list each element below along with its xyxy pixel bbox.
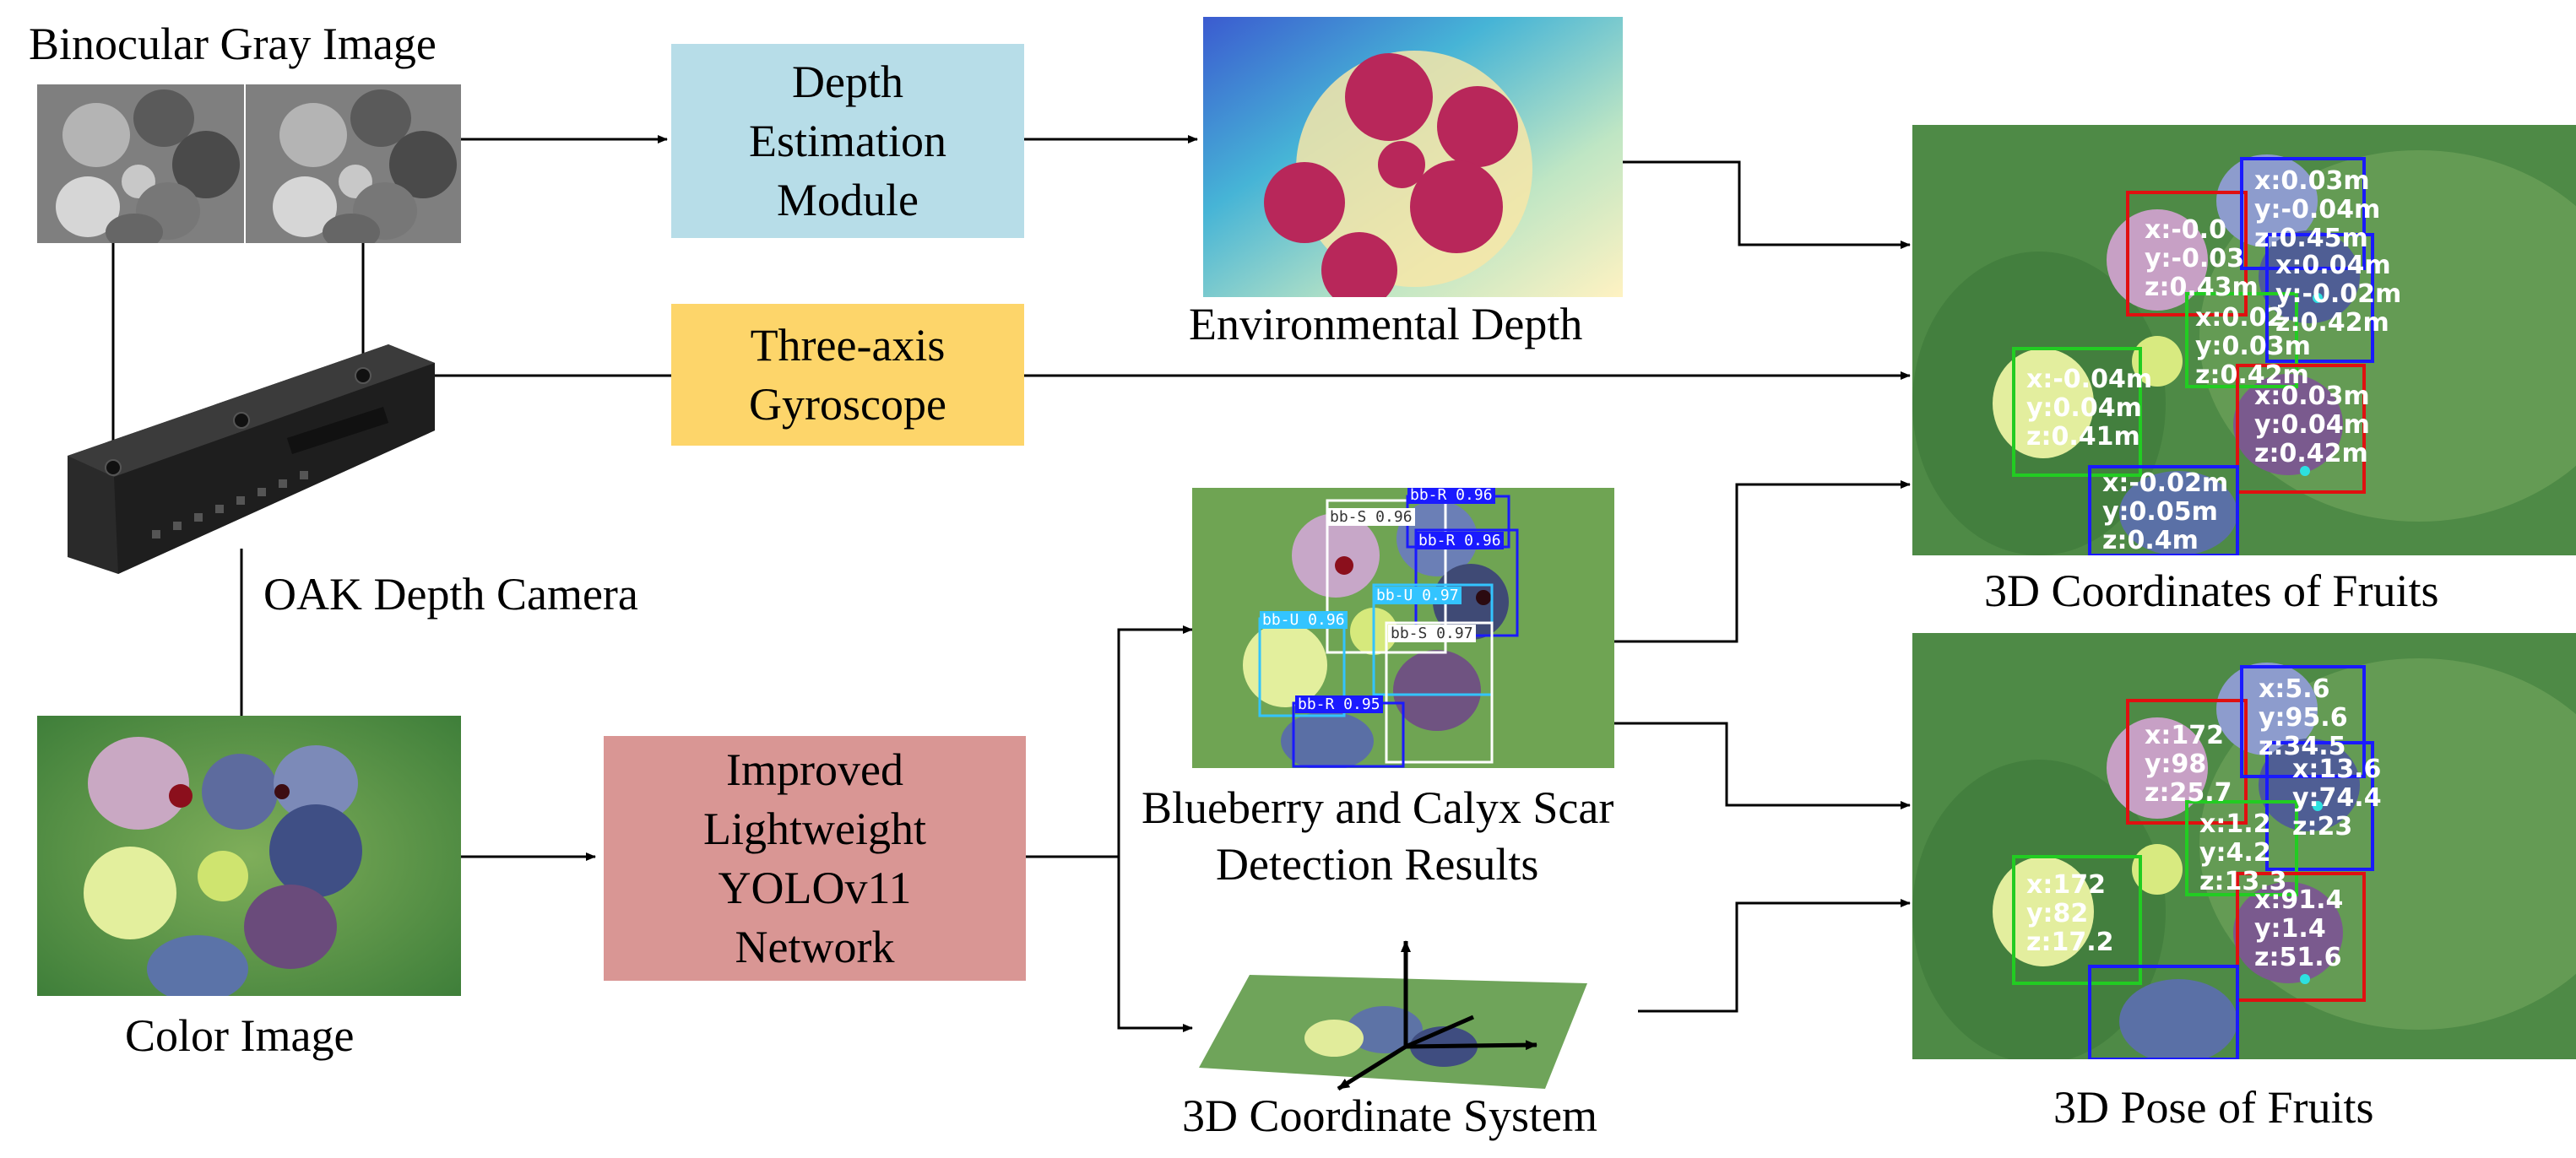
yolo-module-line2: Lightweight: [703, 803, 926, 854]
detection-tag: bb-R 0.96: [1416, 532, 1504, 549]
detection-tag: bb-U 0.96: [1260, 611, 1348, 629]
binocular-gray-image-right: [246, 84, 461, 243]
binocular-gray-image-left: [37, 84, 244, 243]
binocular-gray-label: Binocular Gray Image: [29, 19, 437, 69]
fruit-pose-label: 3D Pose of Fruits: [2053, 1082, 2374, 1133]
arrow-detect-to-pose: [1614, 722, 1911, 809]
yolo-module-line4: Network: [735, 922, 895, 973]
arrow-env-to-coords: [1623, 160, 1911, 249]
depth-module-line2: Estimation: [749, 115, 946, 166]
color-image: [37, 716, 461, 996]
fruit-coordinates-label: 3D Coordinates of Fruits: [1984, 565, 2439, 616]
oak-depth-camera-image: [51, 329, 439, 591]
detection-tag: bb-R 0.96: [1407, 488, 1495, 504]
coordinate-system-image: [1190, 937, 1638, 1097]
arrow-coordsys-to-pose: [1638, 899, 1911, 1013]
depth-module-line1: Depth: [792, 56, 903, 107]
yolo-module-line1: Improved: [726, 744, 903, 795]
detection-results-label-line1: Blueberry and Calyx Scar: [1142, 782, 1614, 833]
arrow-detect-to-coords: [1614, 480, 1911, 643]
detection-tag: bb-S 0.97: [1388, 625, 1476, 642]
yolo-network-module: Improved Lightweight YOLOv11 Network: [604, 736, 1026, 981]
detection-results-label-line2: Detection Results: [1216, 839, 1539, 890]
yolo-module-line3: YOLOv11: [718, 863, 912, 913]
detection-tag: bb-R 0.95: [1295, 695, 1383, 713]
oak-depth-camera-label: OAK Depth Camera: [263, 569, 638, 620]
gyro-module-line1: Three-axis: [750, 319, 946, 371]
depth-module-line3: Module: [776, 175, 919, 226]
color-image-label: Color Image: [125, 1010, 355, 1061]
gyroscope-module: Three-axis Gyroscope: [671, 304, 1024, 446]
environmental-depth-label: Environmental Depth: [1189, 299, 1583, 349]
arrow-yolo-to-detect: [1117, 625, 1193, 857]
detection-tag: bb-U 0.97: [1374, 587, 1462, 604]
arrow-yolo-to-coordsys: [1117, 857, 1193, 1032]
depth-estimation-module: Depth Estimation Module: [671, 44, 1024, 238]
detection-tag: bb-S 0.96: [1327, 508, 1415, 526]
environmental-depth-image: [1203, 17, 1623, 297]
gyro-module-line2: Gyroscope: [749, 379, 946, 430]
detection-results-image: bb-R 0.96 bb-S 0.96 bb-R 0.96 bb-U 0.97 …: [1192, 488, 1614, 768]
coordinate-system-label: 3D Coordinate System: [1182, 1090, 1597, 1141]
